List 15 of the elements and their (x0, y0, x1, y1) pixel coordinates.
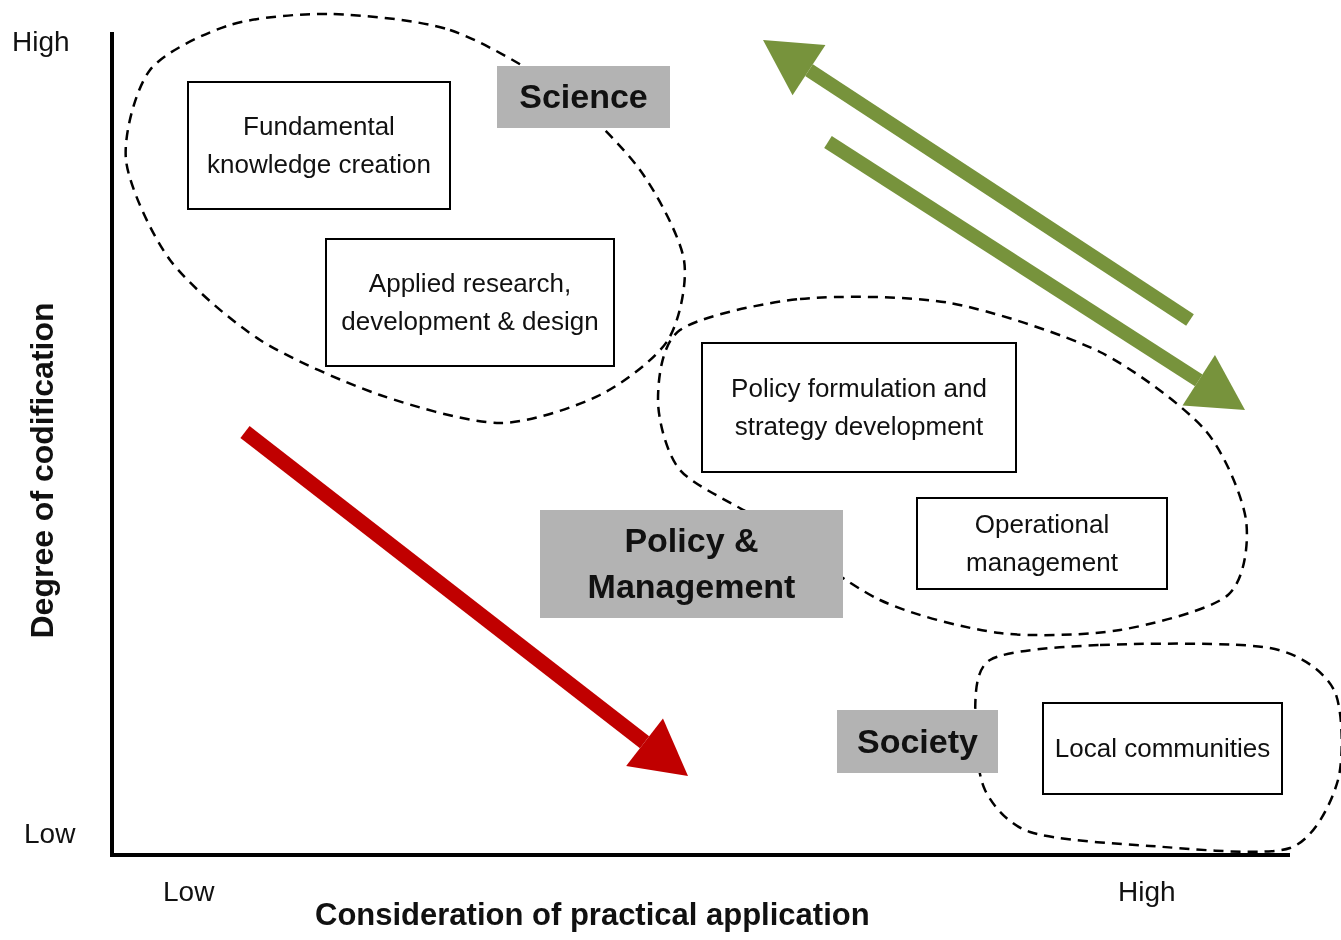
axis-tick-label: High (1118, 876, 1176, 908)
dashed-group-outline (835, 640, 1341, 854)
group-heading: Policy & Management (540, 510, 843, 618)
process-box: Applied research, development & design (325, 238, 615, 367)
process-box: Fundamental knowledge creation (187, 81, 451, 210)
process-box: Operational management (916, 497, 1168, 590)
axis-title: Degree of codification (23, 302, 60, 638)
axis-title: Consideration of practical application (315, 897, 870, 933)
process-box: Local communities (1042, 702, 1283, 795)
axis-tick-label: Low (163, 876, 215, 908)
axis-tick-label: Low (24, 818, 76, 850)
group-heading: Science (497, 66, 670, 128)
group-heading: Society (837, 710, 998, 773)
axis-tick-label: High (12, 26, 70, 58)
process-box: Policy formulation and strategy development (701, 342, 1017, 473)
